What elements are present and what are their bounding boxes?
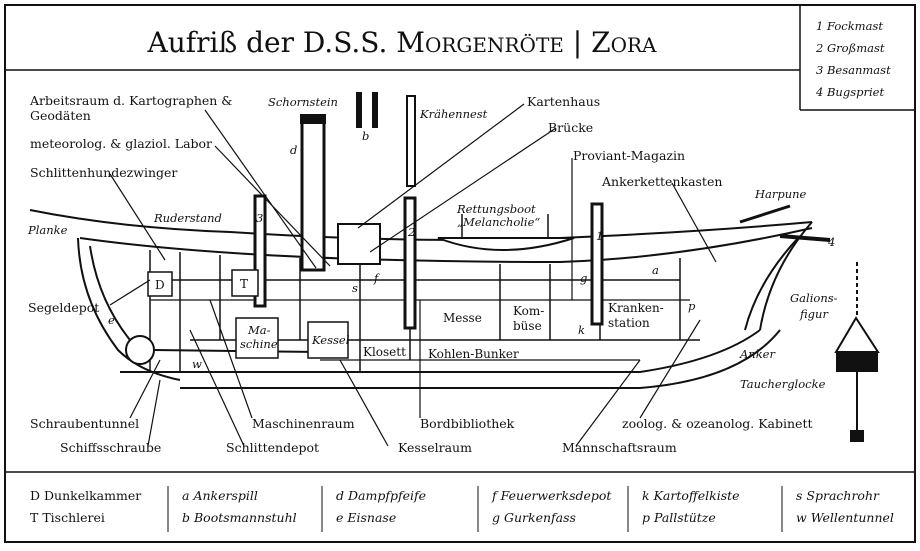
- label-labor: meteorolog. & glaziol. Labor: [30, 136, 212, 151]
- room-e: e: [108, 313, 115, 327]
- label-segeldepot: Segeldepot: [28, 300, 99, 315]
- room-maschine-2: schine: [240, 337, 278, 351]
- label-kesselraum: Kesselraum: [398, 440, 472, 455]
- mast-legend-1: 1 Fockmast: [816, 19, 883, 33]
- room-p: p: [688, 299, 696, 313]
- label-ruderstand: Ruderstand: [153, 211, 222, 225]
- label-ankerkettenkasten: Ankerkettenkasten: [601, 174, 722, 189]
- mast-legend: 1 Fockmast 2 Großmast 3 Besanmast 4 Bugs…: [815, 19, 891, 99]
- legend-a: a Ankerspill: [182, 488, 258, 503]
- masts: [253, 194, 604, 330]
- label-bordbibliothek: Bordbibliothek: [420, 416, 515, 431]
- room-f: f: [373, 271, 380, 285]
- room-t: T: [240, 277, 248, 291]
- label-rettungsboot-1: Rettungsboot: [456, 202, 536, 216]
- room-labels: Messe Kom- büse Kranken- station Kohlen-…: [108, 129, 835, 371]
- label-harpune: Harpune: [754, 187, 807, 201]
- crows-nest-left: [356, 92, 362, 128]
- upper-deck-line: [79, 227, 813, 264]
- legend-s: s Sprachrohr: [796, 488, 880, 503]
- label-proviant: Proviant-Magazin: [573, 148, 685, 163]
- label-bruecke: Brücke: [548, 120, 593, 135]
- legend-k: k Kartoffelkiste: [642, 488, 740, 503]
- mast-legend-2: 2 Großmast: [815, 41, 885, 55]
- label-arbeitsraum-1: Arbeitsraum d. Kartographen &: [29, 93, 232, 108]
- label-galions-1: Galions-: [790, 291, 838, 305]
- legend-b: b Bootsmannstuhl: [182, 510, 297, 525]
- label-taucherglocke: Taucherglocke: [740, 377, 826, 391]
- room-kranken-1: Kranken-: [608, 301, 664, 315]
- chart-house: [337, 223, 381, 265]
- room-s: s: [352, 281, 358, 295]
- room-b: b: [362, 129, 369, 143]
- label-kraehennest: Krähennest: [419, 107, 488, 121]
- legend-w: w Wellentunnel: [796, 510, 894, 525]
- bottom-legend: D Dunkelkammer T Tischlerei a Ankerspill…: [30, 486, 894, 532]
- legend-d: D Dunkelkammer: [30, 488, 141, 503]
- harpoon: [739, 204, 791, 224]
- diving-bell: [834, 316, 880, 353]
- bow-outline: [759, 221, 813, 331]
- room-dd: d: [290, 143, 297, 157]
- diagram-labels: Arbeitsraum d. Kartographen & Geodäten m…: [27, 93, 838, 455]
- legend-dd: d Dampfpfeife: [336, 488, 426, 503]
- mast-num-1: 1: [596, 229, 603, 243]
- label-mannschaftsraum: Mannschaftsraum: [562, 440, 677, 455]
- label-kabinett: zoolog. & ozeanolog. Kabinett: [622, 416, 813, 431]
- label-schlittendepot: Schlittendepot: [226, 440, 319, 455]
- outer-frame: [4, 4, 916, 543]
- mast-legend-4: 4 Bugspriet: [815, 85, 884, 99]
- room-k: k: [578, 323, 585, 337]
- room-klosett: Klosett: [363, 345, 406, 359]
- mast-num-3: 3: [256, 211, 263, 225]
- legend-t: T Tischlerei: [30, 510, 105, 525]
- legend-g: g Gurkenfass: [492, 510, 576, 525]
- mast-num-2: 2: [407, 225, 415, 239]
- legend-p: p Pallstütze: [642, 510, 716, 525]
- mast-legend-3: 3 Besanmast: [816, 63, 891, 77]
- label-schraubentunnel: Schraubentunnel: [30, 416, 139, 431]
- propeller: [125, 335, 155, 365]
- room-a: a: [652, 263, 659, 277]
- label-maschinenraum: Maschinenraum: [252, 416, 355, 431]
- label-schornstein: Schornstein: [268, 95, 338, 109]
- crows-nest-mast: [406, 95, 416, 187]
- page-title: Aufriß der D.S.S. Morgenröte | Zora: [147, 26, 658, 59]
- room-kohlen: Kohlen-Bunker: [428, 347, 519, 361]
- room-g: g: [580, 271, 587, 285]
- keel-outer: [180, 329, 781, 389]
- bowsprit: [779, 234, 831, 242]
- label-galions-2: figur: [799, 307, 829, 321]
- main-deck-line: [29, 209, 813, 241]
- label-zwinger: Schlittenhundezwinger: [30, 165, 177, 180]
- label-schiffsschraube: Schiffsschraube: [60, 440, 161, 455]
- room-kombuese-2: büse: [513, 319, 542, 333]
- legend-f: f Feuerwerksdepot: [491, 488, 612, 503]
- stern-inner: [89, 245, 131, 341]
- room-kombuese-1: Kom-: [513, 304, 544, 318]
- legend-e: e Eisnase: [336, 510, 396, 525]
- label-kartenhaus: Kartenhaus: [527, 94, 600, 109]
- room-maschine-1: Ma-: [247, 323, 271, 337]
- mast-num-4: 4: [827, 235, 835, 249]
- room-messe: Messe: [443, 311, 482, 325]
- label-anker: Anker: [739, 347, 776, 361]
- lifeboat: [437, 237, 575, 251]
- room-d: D: [155, 278, 165, 292]
- label-arbeitsraum-2: Geodäten: [30, 108, 91, 123]
- funnel-cap: [300, 114, 326, 124]
- leader-lines: [109, 103, 717, 447]
- room-kessel: Kessel: [311, 333, 350, 347]
- label-planke: Planke: [27, 223, 68, 237]
- keel-line: [120, 329, 761, 373]
- room-w: w: [192, 357, 202, 371]
- room-kranken-2: station: [608, 316, 650, 330]
- label-rettungsboot-2: „Melancholie“: [457, 215, 540, 229]
- bow-inner: [744, 235, 801, 331]
